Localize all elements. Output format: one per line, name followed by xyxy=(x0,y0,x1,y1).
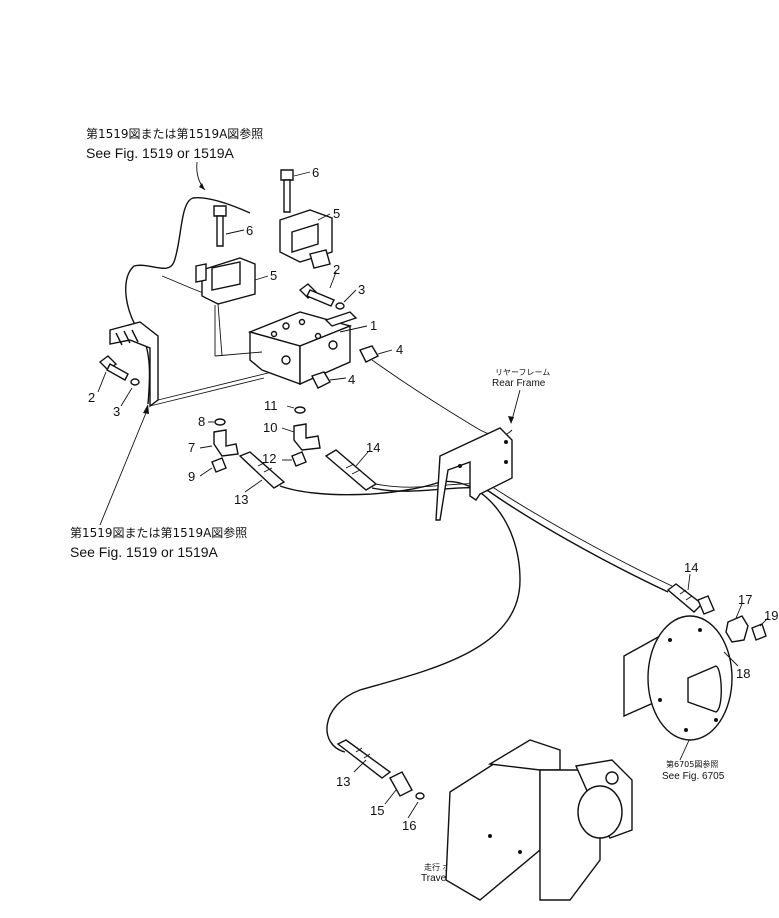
rear-frame-label-jp: リヤーフレーム xyxy=(495,368,550,377)
callout-4-lower: 4 xyxy=(348,372,355,387)
elbow-7 xyxy=(213,429,239,457)
bolt-6-upper xyxy=(280,169,294,213)
travel-motor xyxy=(623,615,733,741)
top-reference-jp: 第1519図または第1519A図参照 xyxy=(86,126,263,141)
bolt-2-left xyxy=(98,355,129,381)
solenoid-valve-right xyxy=(279,209,333,269)
pump-label-jp: 走行 ポンプ xyxy=(424,862,466,872)
callout-13-lower: 13 xyxy=(336,774,350,789)
hose-13-line xyxy=(279,480,521,753)
plug-4-lower xyxy=(311,371,331,389)
fig6705-label-en: See Fig. 6705 xyxy=(662,771,725,782)
callout-14-lower: 14 xyxy=(684,560,698,575)
callout-5-left: 5 xyxy=(270,268,277,283)
reference-leaders xyxy=(99,161,702,761)
callout-1: 1 xyxy=(370,318,377,333)
callout-14-upper: 14 xyxy=(366,440,380,455)
callout-8: 8 xyxy=(198,414,205,429)
callout-5-right: 5 xyxy=(333,206,340,221)
cap-12 xyxy=(291,451,307,467)
callout-2-right: 2 xyxy=(333,262,340,277)
hose-13-lower-fitting xyxy=(336,739,392,779)
callout-3-left: 3 xyxy=(113,404,120,419)
mounting-bracket xyxy=(109,321,273,408)
o-ring-8 xyxy=(214,418,226,426)
o-ring-16 xyxy=(415,792,425,800)
callout-19: 19 xyxy=(764,608,778,623)
adapter-15 xyxy=(389,771,413,797)
callout-2-left: 2 xyxy=(88,390,95,405)
callout-3-right: 3 xyxy=(358,282,365,297)
callout-12: 12 xyxy=(262,451,276,466)
hose-14-line xyxy=(371,487,669,593)
washer-3-right xyxy=(335,302,345,310)
bolt-6-lower xyxy=(213,205,227,247)
callout-10: 10 xyxy=(263,420,277,435)
cap-9 xyxy=(211,457,227,473)
valve-manifold-block xyxy=(247,311,358,386)
callout-15: 15 xyxy=(370,803,384,818)
callout-11: 11 xyxy=(264,398,278,413)
callout-6-upper: 6 xyxy=(312,165,319,180)
hose-14-line-inner xyxy=(375,483,673,587)
callout-18: 18 xyxy=(736,666,750,681)
hose-14-upper-fitting xyxy=(324,449,378,491)
top-reference-en: See Fig. 1519 or 1519A xyxy=(86,145,235,161)
callout-6-lower: 6 xyxy=(246,223,253,238)
bolt-2-right xyxy=(298,283,335,307)
elbow-17 xyxy=(725,615,749,643)
frame-wire xyxy=(371,359,513,437)
callout-13-upper: 13 xyxy=(234,492,248,507)
rear-frame-bracket xyxy=(435,427,513,521)
hose-14-lower-fitting xyxy=(666,583,715,615)
callout-16: 16 xyxy=(402,818,416,833)
plug-4-upper xyxy=(359,345,379,363)
callout-9: 9 xyxy=(188,469,195,484)
elbow-10 xyxy=(293,423,321,451)
bottom-reference-jp: 第1519図または第1519A図参照 xyxy=(70,525,247,540)
callout-leaders xyxy=(97,171,769,819)
cap-19 xyxy=(751,623,767,641)
washer-3-left xyxy=(130,378,140,386)
solenoid-valve-left xyxy=(195,257,263,357)
o-ring-11 xyxy=(294,406,306,414)
travel-pump xyxy=(445,739,633,901)
fig6705-label-jp: 第6705図参照 xyxy=(666,759,718,769)
callout-7: 7 xyxy=(188,440,195,455)
callout-4-upper: 4 xyxy=(396,342,403,357)
callout-17: 17 xyxy=(738,592,752,607)
rear-frame-label-en: Rear Frame xyxy=(492,378,546,389)
bottom-reference-en: See Fig. 1519 or 1519A xyxy=(70,544,219,560)
hose-13-upper-fitting xyxy=(238,451,286,489)
